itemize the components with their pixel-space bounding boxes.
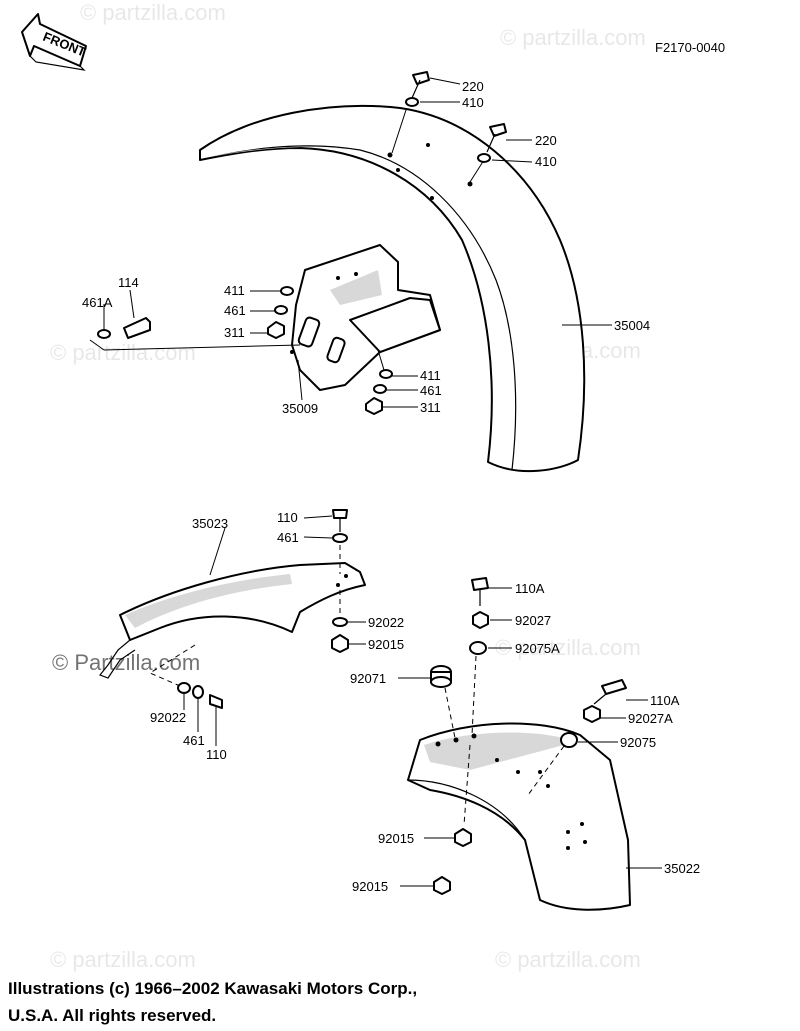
watermark-text: © partzilla.com bbox=[50, 340, 196, 365]
part-label: 110 bbox=[277, 510, 298, 525]
front-fender-35004 bbox=[199, 104, 586, 473]
part-label: 35023 bbox=[192, 516, 228, 531]
part-label: 110A bbox=[515, 581, 545, 596]
part-label: 461 bbox=[183, 733, 205, 748]
part-labels: 220 410 220 410 114 461A 411 461 311 350… bbox=[82, 79, 700, 894]
flap-holes bbox=[435, 733, 587, 850]
part-label: 92027 bbox=[515, 613, 551, 628]
bolt-110A-upper bbox=[469, 577, 512, 736]
diagram-code: F2170-0040 bbox=[655, 40, 725, 55]
part-label: 411 bbox=[420, 368, 441, 383]
part-label: 35004 bbox=[614, 318, 650, 333]
watermark-text: © partzilla.com bbox=[500, 25, 646, 50]
part-label: 92015 bbox=[378, 831, 414, 846]
part-label: 92015 bbox=[352, 879, 388, 894]
part-label: 311 bbox=[420, 400, 441, 415]
rear-fender-35022 bbox=[407, 722, 631, 911]
part-label: 110A bbox=[650, 693, 680, 708]
part-label: 461 bbox=[224, 303, 246, 318]
part-label: 220 bbox=[462, 79, 484, 94]
part-label: 410 bbox=[462, 95, 484, 110]
front-arrow-badge: FRONT bbox=[21, 13, 88, 71]
fender-mount-holes bbox=[387, 143, 473, 200]
part-label: 92015 bbox=[368, 637, 404, 652]
watermark-text: © partzilla.com bbox=[80, 0, 226, 25]
part-label: 92071 bbox=[350, 671, 386, 686]
watermark-text: © Partzilla.com bbox=[52, 650, 200, 675]
part-label: 92022 bbox=[368, 615, 404, 630]
bolt-220-upper bbox=[405, 71, 461, 107]
watermark-text: © partzilla.com bbox=[495, 635, 641, 660]
part-label: 410 bbox=[535, 154, 557, 169]
part-label: 114 bbox=[118, 275, 139, 290]
part-label: 461 bbox=[277, 530, 299, 545]
washer-stack-left bbox=[250, 286, 294, 339]
leader-35009 bbox=[297, 359, 303, 401]
fender-bracket-35009 bbox=[290, 244, 441, 391]
copyright-notice: Illustrations (c) 1966–2002 Kawasaki Mot… bbox=[8, 979, 418, 1025]
part-label: 92075 bbox=[620, 735, 656, 750]
part-label: 35009 bbox=[282, 401, 318, 416]
washer-stack-right bbox=[365, 349, 418, 415]
part-label: 411 bbox=[224, 283, 245, 298]
part-label: 35022 bbox=[664, 861, 700, 876]
part-label: 92027A bbox=[628, 711, 673, 726]
part-label: 92075A bbox=[515, 641, 560, 656]
part-label: 311 bbox=[224, 325, 245, 340]
part-label: 110 bbox=[206, 747, 227, 762]
bolt-110A-lower bbox=[527, 679, 648, 796]
part-label: 92022 bbox=[150, 710, 186, 725]
nut-92015-lower bbox=[400, 744, 472, 895]
grommet-92071 bbox=[398, 665, 456, 739]
bolt-220-lower bbox=[477, 123, 533, 163]
rear-fender-side-bolt bbox=[148, 644, 223, 746]
part-label: 461 bbox=[420, 383, 442, 398]
part-label: 220 bbox=[535, 133, 557, 148]
watermark-text: © partzilla.com bbox=[495, 947, 641, 972]
bolt-114 bbox=[89, 289, 301, 351]
watermark-text: © partzilla.com bbox=[50, 947, 196, 972]
grommet-92022-92015 bbox=[331, 617, 366, 653]
part-label: 461A bbox=[82, 295, 113, 310]
bolt-110-upper bbox=[303, 509, 348, 620]
rear-fender-35023 bbox=[99, 527, 366, 679]
